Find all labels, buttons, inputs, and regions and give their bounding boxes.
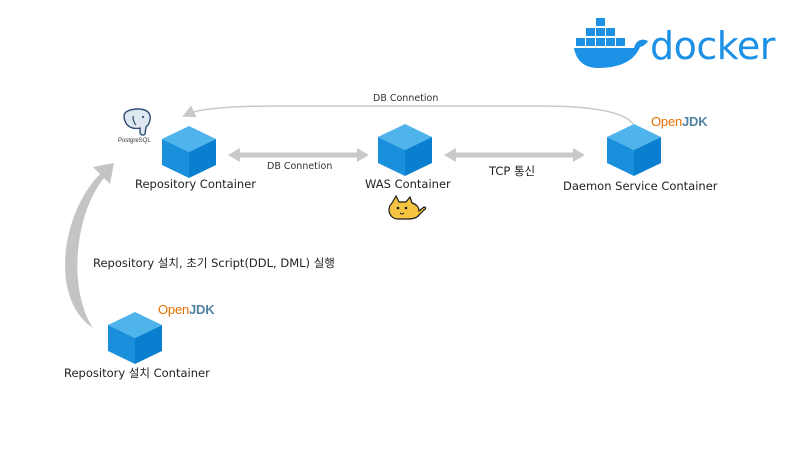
installer-container-label: Repository 설치 Container [64,366,210,380]
daemon-container-icon [607,124,661,180]
postgresql-logo: PostgreSQL [118,108,160,148]
tomcat-cat-icon [388,194,427,220]
repository-container-label: Repository Container [135,177,257,191]
installer-container-icon [108,312,162,368]
postgres-elephant-icon [123,108,151,136]
openjdk-open-text: Open [651,114,683,129]
daemon-container-label: Daemon Service Container [563,179,718,193]
openjdk-logo-installer: OpenJDK [158,302,215,317]
was-container-label: WAS Container [365,177,451,191]
postgresql-wordmark: PostgreSQL [118,138,151,144]
db-connection-arrow-top [182,105,634,125]
openjdk-jdk-text: JDK [682,114,708,129]
mid-db-connection-label: DB Connetion [267,161,333,172]
tomcat-logo [386,193,428,225]
openjdk-open-text: Open [158,302,190,317]
openjdk-jdk-text: JDK [189,302,215,317]
install-label: Repository 설치, 초기 Script(DDL, DML) 실행 [93,256,335,270]
repository-container-icon [162,126,216,182]
db-connection-arrow-mid [228,148,369,162]
docker-whale-icon [574,18,648,68]
docker-logo: docker [574,14,775,74]
openjdk-logo-daemon: OpenJDK [651,114,708,129]
tcp-label: TCP 통신 [489,164,536,178]
docker-wordmark: docker [650,24,775,68]
tcp-arrow [444,148,585,162]
top-db-connection-label: DB Connetion [373,93,439,104]
was-container-icon [378,124,432,180]
install-arrow [65,163,114,328]
